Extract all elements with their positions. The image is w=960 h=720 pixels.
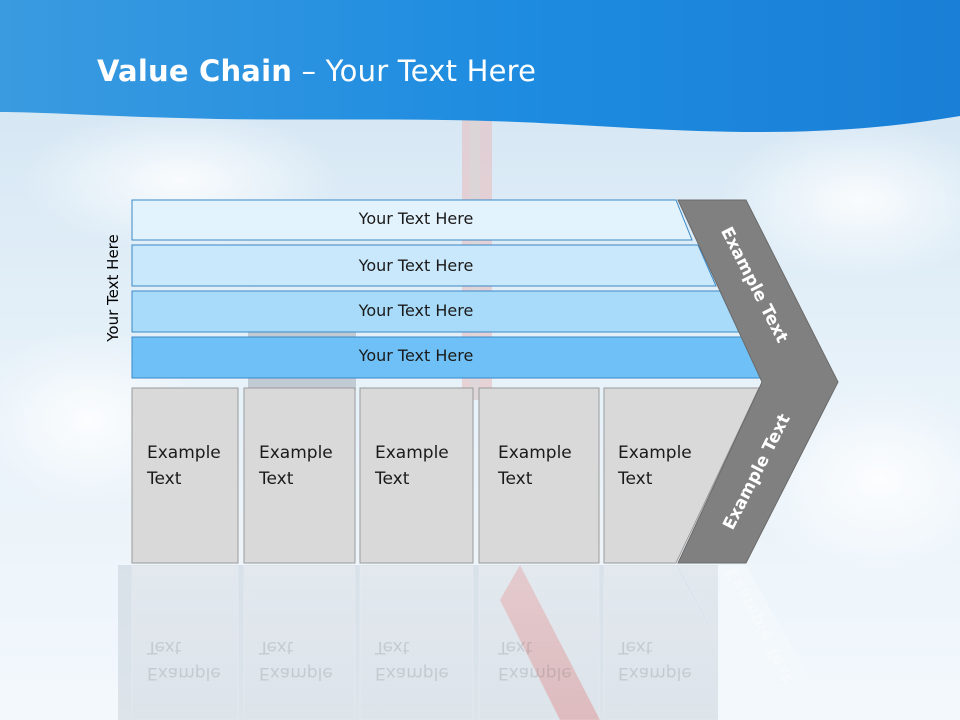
primary-box-3[interactable]: [359, 387, 474, 564]
primary-box-1[interactable]: [131, 387, 239, 564]
primary-box-4-line1: Example: [498, 443, 572, 463]
primary-box-4-line2: Text: [498, 469, 533, 489]
primary-box-2-line2: Text: [259, 469, 294, 489]
primary-box-1-line2: Text: [147, 469, 182, 489]
primary-box-3-line1: Example: [375, 443, 449, 463]
primary-box-2[interactable]: [243, 387, 356, 564]
primary-box-3-line2: Text: [375, 469, 410, 489]
title-subtitle: – Your Text Here: [301, 54, 537, 88]
margin-chevron[interactable]: [677, 199, 839, 564]
title-bold: Value Chain: [97, 54, 293, 88]
primary-box-4[interactable]: [478, 387, 600, 564]
reflection: [131, 565, 821, 720]
support-bar-4-label: Your Text Here: [358, 346, 474, 365]
primary-box-1-line1: Example: [147, 443, 221, 463]
primary-box-5-line1: Example: [618, 443, 692, 463]
support-bar-2-label: Your Text Here: [358, 256, 474, 275]
support-bar-3-label: Your Text Here: [358, 301, 474, 320]
page-title: Value Chain – Your Text Here: [97, 54, 536, 88]
support-bar-1[interactable]: [131, 199, 693, 241]
primary-box-2-line1: Example: [259, 443, 333, 463]
support-bar-2[interactable]: [131, 244, 717, 287]
primary-box-5-line2: Text: [618, 469, 653, 489]
primary-box-5[interactable]: [603, 387, 760, 564]
support-bar-1-label: Your Text Here: [358, 209, 474, 228]
